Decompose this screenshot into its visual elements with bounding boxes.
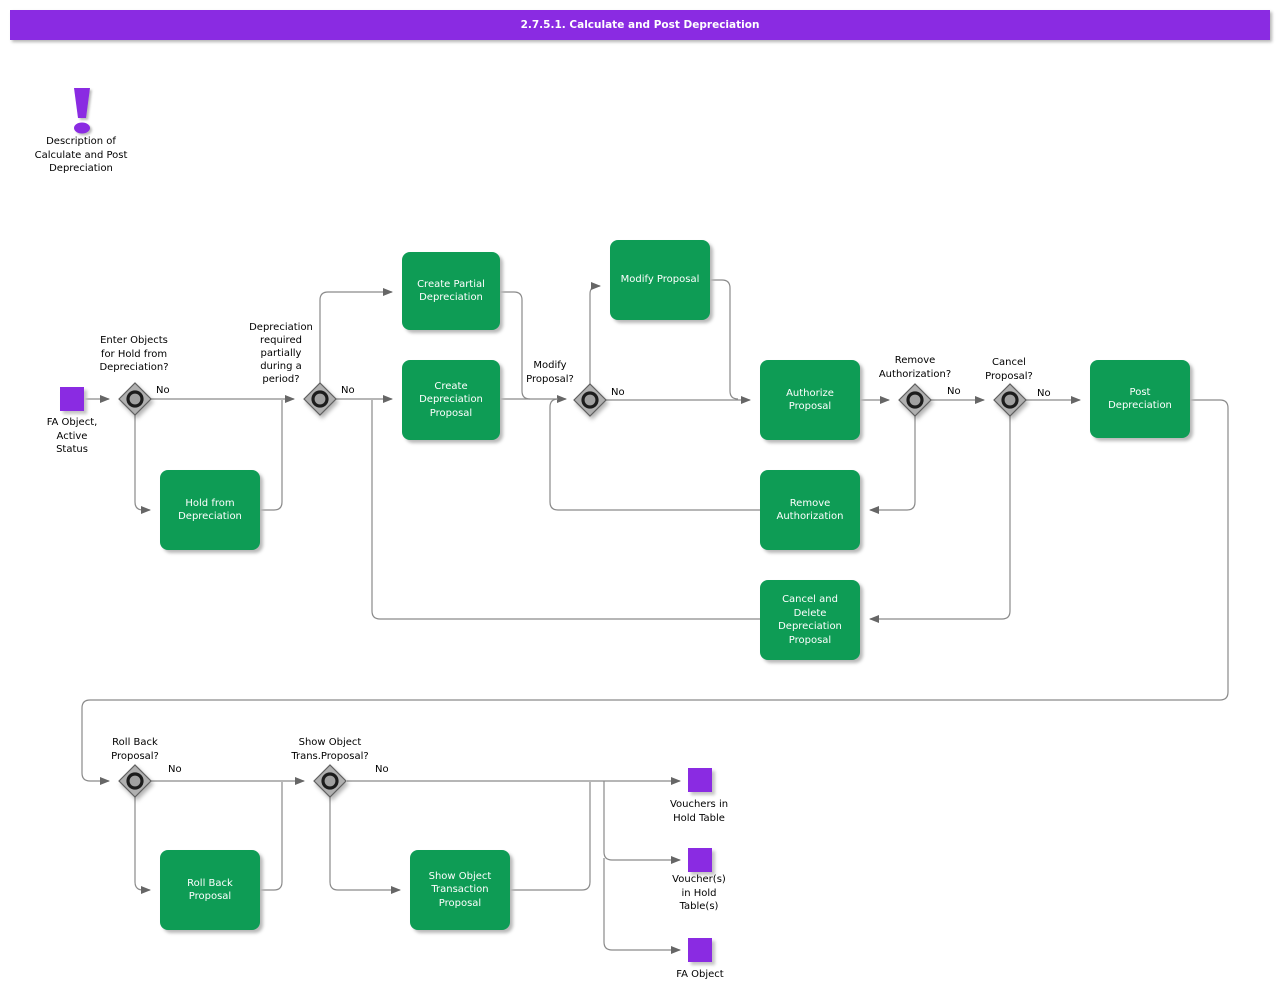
process-cancel-delete-depreciation-proposal[interactable]: Cancel and Delete Depreciation Proposal	[760, 580, 860, 660]
process-modify-proposal[interactable]: Modify Proposal	[610, 240, 710, 320]
connector-branch-vouchers2	[603, 781, 681, 864]
process-remove-authorization[interactable]: Remove Authorization	[760, 470, 860, 550]
label-roll-back-proposal: Roll Back Proposal?	[111, 737, 159, 762]
label-show-object-trans: Show Object Trans.Proposal?	[291, 737, 369, 762]
connector-rollbackq-yes-to-rollback	[134, 797, 151, 894]
connector-hold-return	[260, 400, 283, 511]
connector-showbox-return	[510, 782, 591, 891]
output-vouchers-hold-square	[688, 768, 712, 792]
no-label-roll-back-proposal: No	[168, 764, 182, 775]
connector-showq-yes-to-showbox	[329, 797, 401, 894]
no-label-remove-authorization: No	[947, 386, 961, 397]
decision-modify-proposal	[573, 383, 607, 417]
decision-enter-objects	[118, 382, 152, 416]
output-vouchers-hold-label: Vouchers in Hold Table	[669, 799, 729, 824]
process-create-partial-depreciation[interactable]: Create Partial Depreciation	[402, 252, 500, 330]
label-enter-objects: Enter Objects for Hold from Depreciation…	[99, 335, 169, 373]
decision-remove-authorization	[898, 383, 932, 417]
label-depreciation-required: Depreciation required partially during a…	[249, 322, 313, 385]
no-label-cancel-proposal: No	[1037, 388, 1051, 399]
process-show-object-transaction-proposal[interactable]: Show Object Transaction Proposal	[410, 850, 510, 930]
no-label-enter-objects: No	[156, 385, 170, 396]
decision-show-object-trans	[313, 764, 347, 798]
connector-rollback-return	[260, 782, 283, 891]
no-label-modify-proposal: No	[611, 387, 625, 398]
output-fa-object-square	[688, 938, 712, 962]
start-fa-object-label: FA Object, Active Status	[46, 417, 98, 455]
output-vouchers-hold-tables-square	[688, 848, 712, 872]
page-title: 2.7.5.1. Calculate and Post Depreciation	[10, 10, 1270, 40]
label-remove-authorization: Remove Authorization?	[878, 355, 952, 380]
connector-canceldelete-return	[371, 400, 760, 620]
description-note-label[interactable]: Description of Calculate and Post Deprec…	[34, 136, 128, 174]
connector-branch-faobject	[603, 858, 681, 954]
process-post-depreciation[interactable]: Post Depreciation	[1090, 360, 1190, 438]
output-fa-object-label: FA Object	[676, 969, 724, 980]
decision-roll-back-proposal	[118, 764, 152, 798]
label-modify-proposal: Modify Proposal?	[526, 360, 574, 385]
start-fa-object-square	[60, 387, 84, 411]
connector-modify-to-authorize	[710, 279, 739, 400]
decision-depreciation-required	[303, 382, 337, 416]
process-hold-from-depreciation[interactable]: Hold from Depreciation	[160, 470, 260, 550]
connector-removeauth-return	[549, 398, 760, 511]
no-label-show-object-trans: No	[375, 764, 389, 775]
decision-cancel-proposal	[993, 383, 1027, 417]
process-create-depreciation-proposal[interactable]: Create Depreciation Proposal	[402, 360, 500, 440]
process-authorize-proposal[interactable]: Authorize Proposal	[760, 360, 860, 440]
exclamation-icon[interactable]	[68, 88, 98, 136]
connector-cancelq-yes-to-canceldelete	[869, 416, 1011, 623]
connector-modifyq-yes-to-modify	[589, 282, 601, 384]
no-label-depreciation-required: No	[341, 385, 355, 396]
connector-enterobjects-yes-to-hold	[134, 415, 151, 514]
connector-deprequired-yes-to-partial	[319, 288, 393, 383]
connector-partial-to-modifyq	[500, 291, 531, 400]
output-vouchers-hold-tables-label: Voucher(s) in Hold Table(s)	[672, 874, 726, 912]
connector-post-to-rollbackq	[81, 399, 1229, 785]
label-cancel-proposal: Cancel Proposal?	[985, 357, 1033, 382]
process-roll-back-proposal[interactable]: Roll Back Proposal	[160, 850, 260, 930]
connector-removeq-yes-to-removeauth	[869, 416, 916, 514]
